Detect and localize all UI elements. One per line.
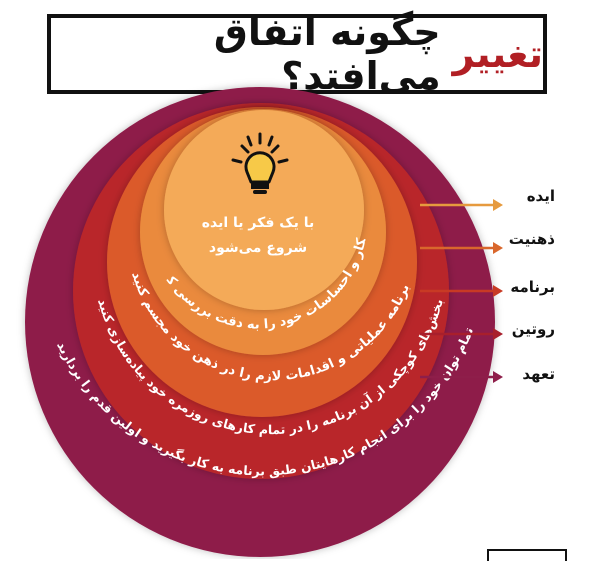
title-accent-word: تغییر [452, 32, 543, 76]
title-text: چگونه اتفاق می‌افتد؟ [213, 10, 441, 98]
legend-label-plan: برنامه [510, 278, 555, 296]
legend-label-commitment: تعهد [522, 365, 555, 383]
lightbulb-icon [231, 132, 289, 194]
ring-idea [164, 110, 364, 310]
legend-label-mindset: ذهنیت [509, 230, 556, 248]
title-box: تغییر چگونه اتفاق می‌افتد؟ [47, 10, 547, 98]
arrowhead-routine [493, 328, 503, 340]
legend-routine: روتین [420, 320, 555, 340]
idea-text-line-1: با یک فکر یا ایده [202, 215, 315, 231]
arrowhead-commitment [493, 371, 503, 383]
arrowhead-mindset [493, 242, 503, 254]
corner-tab [487, 549, 567, 561]
legend-plan: برنامه [420, 278, 555, 297]
legend-commitment: تعهد [420, 365, 555, 383]
legend-mindset: ذهنیت [420, 230, 555, 254]
arrowhead-plan [493, 285, 503, 297]
idea-text-line-2: شروع می‌شود [209, 240, 307, 256]
arrowhead-idea [493, 199, 503, 211]
legend-label-routine: روتین [512, 320, 555, 338]
legend-idea: ایده [420, 187, 555, 211]
legend-label-idea: ایده [527, 187, 555, 205]
